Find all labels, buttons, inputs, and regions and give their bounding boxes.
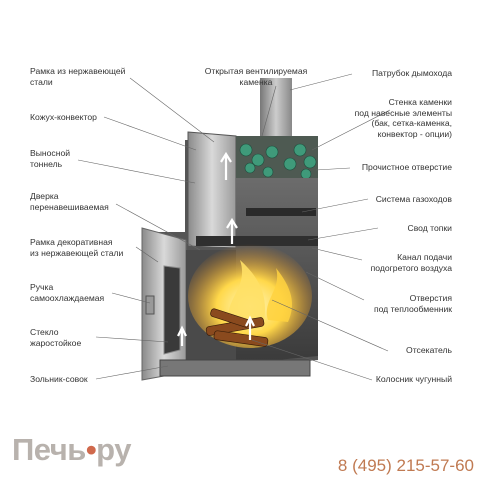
flame-small <box>266 268 292 322</box>
chimney-pipe <box>260 78 292 142</box>
logo-tail: ру <box>96 432 131 467</box>
label-ash-pan: Зольник-совок <box>30 374 88 384</box>
label-firebox-vault: Свод топки <box>407 223 452 233</box>
glass <box>163 265 181 355</box>
ash-pan <box>159 359 311 377</box>
logo-main: Печь <box>12 432 86 467</box>
label-clean-hole: Прочистное отверстие <box>361 162 452 172</box>
label-casing-convector: Кожух-конвектор <box>30 112 97 122</box>
firebox-vault <box>196 236 318 246</box>
flame <box>227 260 266 330</box>
handle <box>145 295 155 315</box>
gas-duct <box>246 208 316 216</box>
label-chimney-pipe: Патрубок дымохода <box>372 68 452 78</box>
logo-dot: • <box>85 432 97 467</box>
brand-logo[interactable]: Печь•ру <box>12 432 131 468</box>
label-cutoff: Отсекатель <box>406 345 452 355</box>
phone-number[interactable]: 8 (495) 215-57-60 <box>337 456 474 475</box>
label-gas-system: Система газоходов <box>375 194 452 204</box>
label-grate: Колосник чугунный <box>375 374 452 384</box>
